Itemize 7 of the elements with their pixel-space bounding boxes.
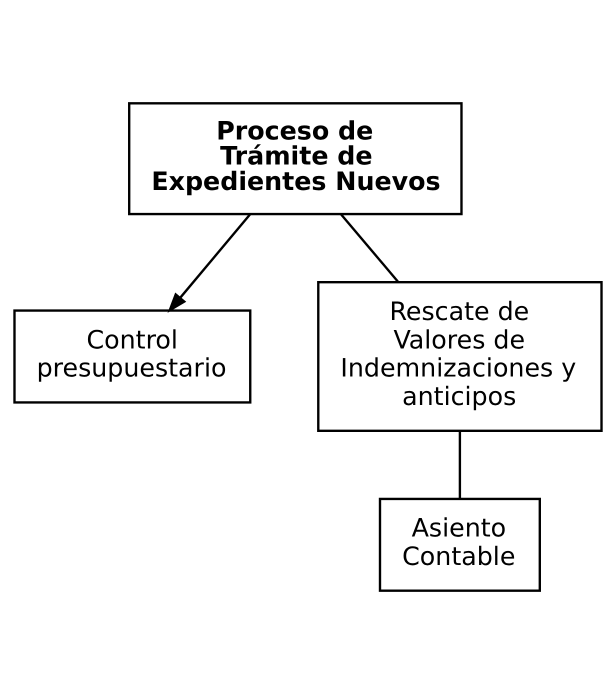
connector <box>458 431 462 499</box>
node-box: Control presupuestario <box>13 309 252 404</box>
arrow <box>168 214 251 313</box>
node-box: Proceso de Trámite de Expedientes Nuevos <box>128 102 463 216</box>
node-box: Rescate de Valores de Indemnizaciones y anticipos <box>317 280 603 432</box>
node-box: Asiento Contable <box>378 498 541 592</box>
connector <box>340 214 400 283</box>
